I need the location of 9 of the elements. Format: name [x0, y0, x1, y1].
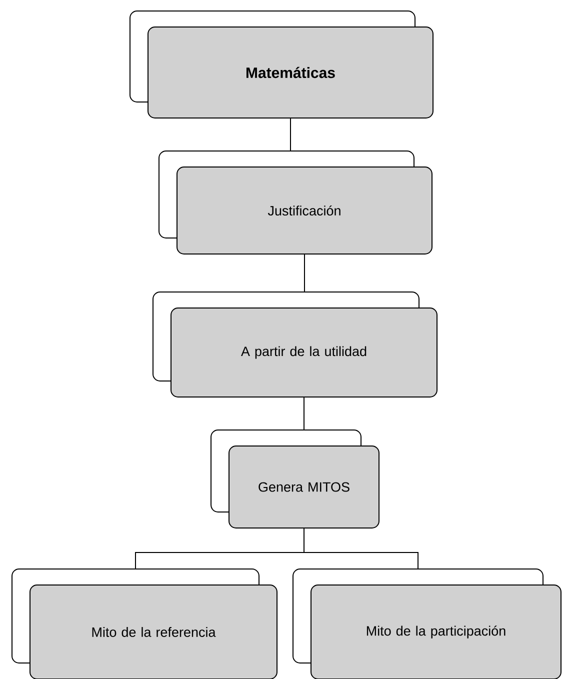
process-box: Mito de la participación [292, 568, 562, 679]
process-box: A partir de la utilidad [152, 292, 438, 398]
process-box: Genera MITOS [210, 430, 380, 528]
process-box: Matemáticas [130, 10, 434, 118]
connector-line [304, 254, 305, 292]
connector-line [290, 118, 291, 151]
process-box: Justificación [158, 150, 432, 254]
process-box: Mito de la referencia [12, 568, 278, 679]
connector-line [304, 528, 418, 569]
